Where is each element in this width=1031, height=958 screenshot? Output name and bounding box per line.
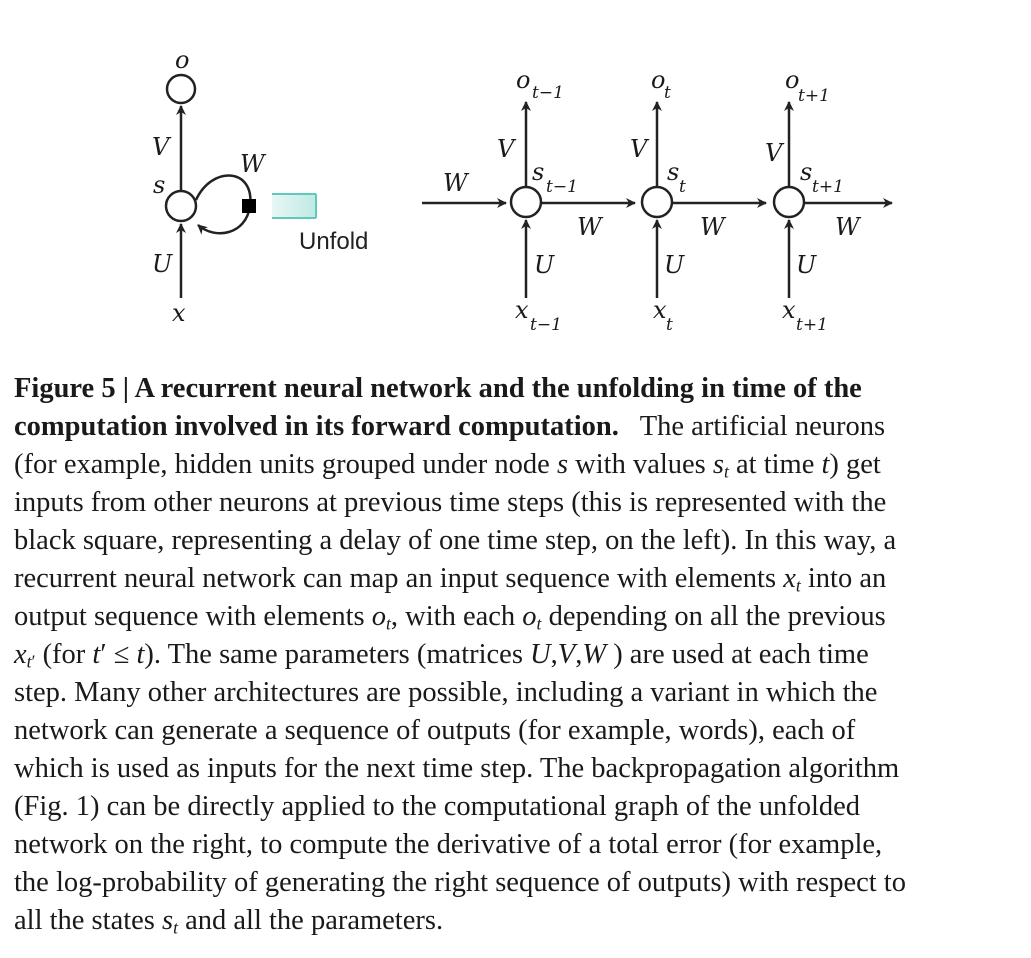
time-step-current: [640, 101, 767, 298]
v-label-current: V: [630, 135, 650, 163]
folded-input-label: x: [172, 299, 186, 327]
input-sub-next: t+1: [796, 315, 828, 335]
input-sub-prev: t−1: [530, 315, 562, 335]
state-label-current: s: [667, 158, 679, 186]
caption-line-6: recurrent neural network can map an inpu…: [14, 563, 887, 596]
unfolded-network: W o t−1 V s t−1 W U x t−1 o t V s t W U …: [422, 66, 893, 335]
delay-square: [242, 199, 256, 213]
folded-output-label: o: [175, 46, 189, 74]
state-sub-prev: t−1: [546, 177, 578, 197]
caption-line-12: (Fig. 1) can be directly applied to the …: [14, 791, 861, 822]
w-label-prev: W: [577, 213, 604, 241]
figure-caption: Figure 5 | A recurrent neural network an…: [14, 370, 1024, 940]
caption-line-10: network can generate a sequence of outpu…: [14, 715, 856, 746]
folded-w-label: W: [240, 150, 267, 178]
state-sub-next: t+1: [812, 177, 844, 197]
caption-line-9: step. Many other architectures are possi…: [14, 677, 878, 708]
unfold-label: Unfold: [299, 228, 368, 255]
state-node-next: [772, 185, 806, 219]
folded-state-label: s: [153, 171, 165, 199]
state-sub-current: t: [679, 177, 686, 197]
time-step-next: [772, 101, 893, 298]
caption-line-8: xt′ (for t′ ≤ t). The same parameters (m…: [14, 639, 869, 672]
output-sub-prev: t−1: [532, 83, 564, 103]
input-label-prev: x: [515, 296, 529, 324]
folded-network: [164, 73, 256, 298]
u-label-current: U: [664, 251, 685, 279]
u-label-next: U: [796, 251, 817, 279]
state-node: [164, 189, 198, 223]
caption-line-13: network on the right, to compute the der…: [14, 829, 883, 860]
state-node-current: [640, 185, 674, 219]
time-step-prev: [509, 101, 636, 298]
output-label-prev: o: [516, 66, 530, 94]
unfold-arrow-icon: [272, 194, 316, 218]
caption-line-1: Figure 5 | A recurrent neural network an…: [14, 370, 1024, 408]
caption-line-5: black square, representing a delay of on…: [14, 525, 897, 556]
caption-title-part-1: Figure 5 | A recurrent neural network an…: [14, 373, 862, 404]
v-label-next: V: [765, 139, 785, 167]
caption-line-11: which is used as inputs for the next tim…: [14, 753, 900, 784]
rnn-diagram: o V W s U x Unfold W o t−1 V s t−1 W U x…: [152, 46, 893, 335]
w-input-label: W: [443, 169, 470, 197]
output-label-next: o: [785, 66, 799, 94]
state-label-next: s: [800, 158, 812, 186]
output-node: [165, 73, 197, 105]
caption-line-2: computation involved in its forward comp…: [14, 408, 1024, 446]
output-label-current: o: [651, 66, 665, 94]
caption-line-3: (for example, hidden units grouped under…: [14, 449, 881, 482]
output-sub-current: t: [664, 83, 671, 103]
folded-u-label: U: [152, 250, 173, 278]
output-sub-next: t+1: [798, 86, 830, 106]
input-sub-current: t: [666, 315, 673, 335]
caption-line-7: output sequence with elements ot, with e…: [14, 601, 886, 634]
v-label-prev: V: [497, 135, 517, 163]
state-node-prev: [509, 185, 543, 219]
folded-v-label: V: [152, 133, 172, 161]
w-label-next: W: [835, 213, 862, 241]
u-label-prev: U: [534, 251, 555, 279]
w-label-current: W: [700, 213, 727, 241]
caption-line-4: inputs from other neurons at previous ti…: [14, 487, 887, 518]
caption-text-line-1: The artificial neurons: [639, 411, 886, 442]
caption-title-part-2: computation involved in its forward comp…: [14, 411, 619, 442]
input-label-current: x: [653, 296, 667, 324]
caption-line-15: all the states st and all the parameters…: [14, 905, 444, 938]
state-label-prev: s: [532, 158, 544, 186]
caption-line-14: the log-probability of generating the ri…: [14, 867, 906, 898]
input-label-next: x: [782, 296, 796, 324]
